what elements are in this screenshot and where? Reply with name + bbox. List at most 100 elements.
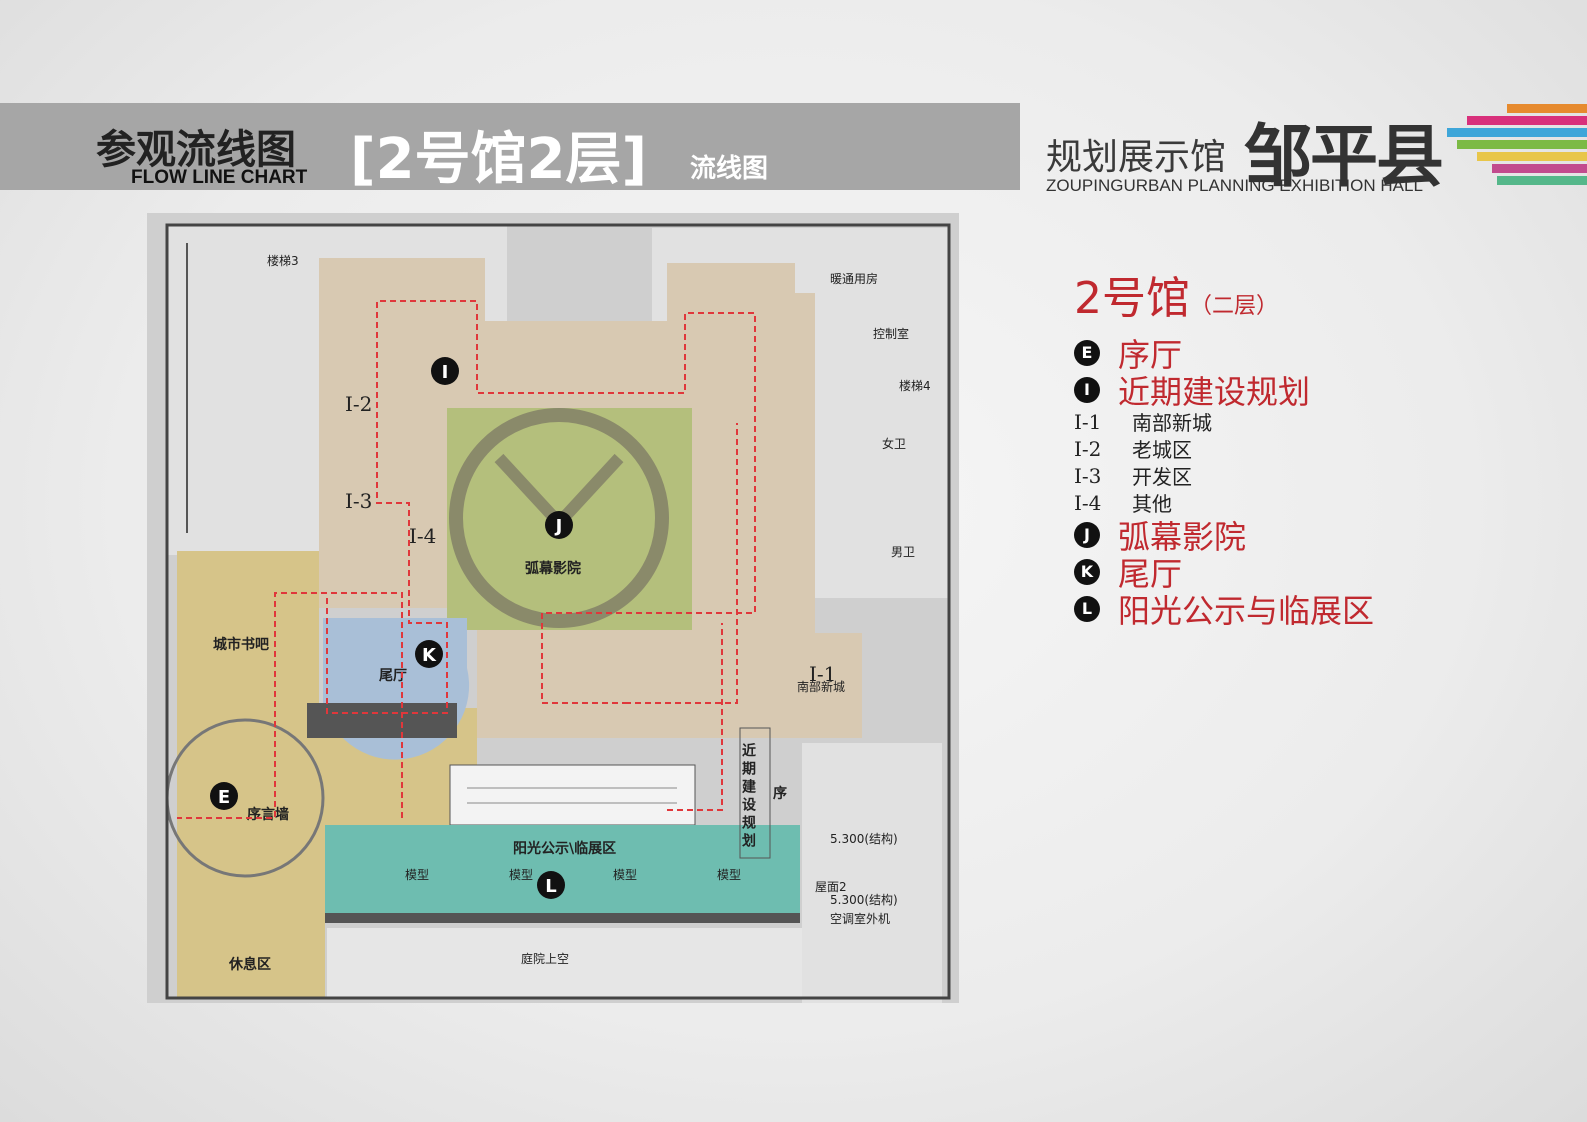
floor-plan: 楼梯3 暖通用房 控制室 楼梯4 女卫 男卫 弧幕影院 城市书吧 尾厅 序言墙 … xyxy=(147,213,959,1003)
legend-title: 2号馆（二层） xyxy=(1074,272,1554,334)
legend-title-note: （二层） xyxy=(1190,294,1279,319)
marker-l-label: L xyxy=(545,876,556,897)
marker-j: J xyxy=(545,511,573,539)
legend-sub-code: I-4 xyxy=(1074,490,1102,515)
header-bar: 参观流线图 FLOW LINE CHART [2号馆2层] 流线图 xyxy=(0,103,1020,192)
legend-sub-label: 南部新城 xyxy=(1132,411,1212,435)
legend-sub-code: I-2 xyxy=(1074,436,1102,461)
legend-sub-label: 其他 xyxy=(1132,492,1172,516)
legend-label-k: 尾厅 xyxy=(1118,554,1183,593)
marker-e: E xyxy=(210,782,238,810)
tail-hall-dark-band xyxy=(307,703,457,738)
model-2: 模型 xyxy=(509,868,533,882)
legend-badge-k: K xyxy=(1074,558,1100,585)
section-i4: I-4 xyxy=(409,524,436,548)
room-ac-outdoor: 空调室外机 xyxy=(830,911,890,926)
legend-item-k: K 尾厅 xyxy=(1074,553,1554,593)
room-bookbar: 城市书吧 xyxy=(213,636,269,653)
legend-label-l: 阳光公示与临展区 xyxy=(1118,591,1375,630)
route-segment-core xyxy=(326,300,756,714)
sunshine-dark-band xyxy=(325,913,800,923)
legend-sub-label: 老城区 xyxy=(1132,438,1192,462)
escalator xyxy=(449,764,696,826)
logo-stripe xyxy=(1492,164,1587,173)
legend: 2号馆（二层） E 序厅 I 近期建设规划 I-1 南部新城 I-2 老城区 I-3… xyxy=(1074,272,1554,630)
room-recent-vertical: 近期建设规划 xyxy=(740,742,756,851)
legend-sub-i2: I-2 老城区 xyxy=(1074,435,1554,463)
cinema-ring xyxy=(449,408,669,628)
legend-label-j: 弧幕影院 xyxy=(1118,517,1247,556)
legend-sub-label: 开发区 xyxy=(1132,465,1192,489)
route-segment-east xyxy=(625,423,738,704)
marker-e-label: E xyxy=(218,787,230,808)
outer-wall xyxy=(165,223,951,1000)
legend-sub-i3: I-3 开发区 xyxy=(1074,462,1554,490)
room-tail-hall: 尾厅 xyxy=(379,668,407,684)
room-cinema: 弧幕影院 xyxy=(525,560,581,577)
room-control: 控制室 xyxy=(873,326,909,341)
courtyard-area xyxy=(327,928,802,998)
room-south-city: 南部新城 xyxy=(797,679,845,694)
marker-i-label: I xyxy=(442,362,449,383)
legend-label-i: 近期建设规划 xyxy=(1118,372,1311,411)
roof-level-1: 5.300(结构) xyxy=(830,831,898,846)
logo-stripe xyxy=(1477,152,1587,161)
room-rest: 休息区 xyxy=(228,956,271,973)
visitor-route xyxy=(177,300,756,819)
page-title: 参观流线图 xyxy=(96,127,296,173)
roof-level-2: 5.300(结构) xyxy=(830,892,898,907)
model-3: 模型 xyxy=(613,868,637,882)
legend-sub-code: I-3 xyxy=(1074,463,1102,488)
room-stair3: 楼梯3 xyxy=(267,253,299,268)
room-sunshine: 阳光公示\临展区 xyxy=(513,840,616,857)
legend-sub-i4: I-4 其他 xyxy=(1074,489,1554,517)
logo-text-cn: 规划展示馆 xyxy=(1046,137,1227,178)
section-i2: I-2 xyxy=(345,392,372,416)
logo-stripe xyxy=(1457,140,1587,149)
marker-k-label: K xyxy=(422,645,437,666)
legend-badge-j: J xyxy=(1074,521,1100,548)
logo-stripe xyxy=(1447,128,1587,137)
legend-badge-l: L xyxy=(1074,595,1100,622)
marker-l: L xyxy=(537,871,565,899)
legend-sub-i1: I-1 南部新城 xyxy=(1074,408,1554,436)
logo-text-en: ZOUPINGURBAN PLANNING EXHIBITION HALL xyxy=(1046,176,1423,195)
marker-j-label: J xyxy=(554,516,563,537)
recent-vertical-box xyxy=(739,727,771,859)
legend-badge-e: E xyxy=(1074,339,1100,366)
model-4: 模型 xyxy=(717,868,741,882)
plan-south-east-block xyxy=(802,743,942,1003)
section-i1: I-1 xyxy=(809,662,836,686)
legend-label-e: 序厅 xyxy=(1118,335,1183,374)
page-title-en: FLOW LINE CHART xyxy=(131,167,308,188)
route-segment-escalator xyxy=(667,623,723,811)
preface-zone-yellow xyxy=(177,551,477,998)
floor-plan-svg: 楼梯3 暖通用房 控制室 楼梯4 女卫 男卫 弧幕影院 城市书吧 尾厅 序言墙 … xyxy=(147,213,959,1003)
legend-item-l: L 阳光公示与临展区 xyxy=(1074,590,1554,630)
room-preface-short: 序 xyxy=(773,785,787,802)
room-womens: 女卫 xyxy=(882,436,906,451)
legend-title-text: 2号馆 xyxy=(1074,273,1190,324)
room-mens: 男卫 xyxy=(891,545,915,559)
legend-sub-code: I-1 xyxy=(1074,409,1102,434)
legend-item-e: E 序厅 xyxy=(1074,334,1554,374)
route-segment-west xyxy=(177,592,403,819)
room-roof2: 屋面2 xyxy=(815,880,847,894)
legend-item-i: I 近期建设规划 xyxy=(1074,371,1554,411)
logo-city: 邹平县 xyxy=(1244,117,1444,197)
model-1: 模型 xyxy=(405,868,429,882)
marker-i: I xyxy=(431,357,459,385)
room-stair4: 楼梯4 xyxy=(899,378,931,393)
legend-item-j: J 弧幕影院 xyxy=(1074,516,1554,556)
room-preface-wall: 序言墙 xyxy=(247,806,289,823)
sunshine-zone-teal xyxy=(325,825,800,919)
room-courtyard: 庭院上空 xyxy=(521,951,569,966)
section-i3: I-3 xyxy=(345,489,372,513)
page-subtitle-suffix: 流线图 xyxy=(690,154,769,184)
logo-stripe xyxy=(1507,104,1587,113)
marker-k: K xyxy=(415,640,443,668)
logo-stripe xyxy=(1497,176,1587,185)
legend-badge-i: I xyxy=(1074,376,1100,403)
room-hvac: 暖通用房 xyxy=(830,271,878,286)
page-subtitle: [2号馆2层] xyxy=(350,127,648,192)
